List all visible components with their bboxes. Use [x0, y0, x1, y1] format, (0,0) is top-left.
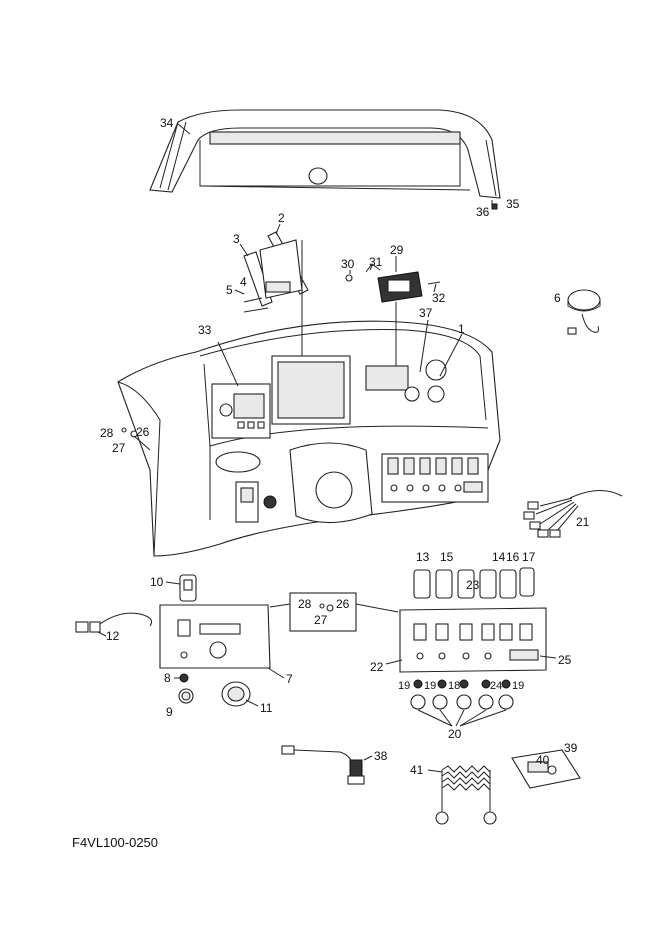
- switch-part-38: [281, 745, 365, 785]
- callout-28a: 28: [100, 426, 114, 440]
- callout-24: 24: [490, 680, 502, 692]
- callout-11: 11: [260, 701, 273, 715]
- left-switch-plate: [75, 574, 271, 707]
- buzzer-part-6: [567, 289, 601, 335]
- callout-6: 6: [554, 291, 561, 305]
- callout-31: 31: [369, 255, 383, 269]
- callout-7: 7: [286, 672, 293, 686]
- callout-15: 15: [440, 550, 454, 564]
- callout-35: 35: [506, 197, 520, 211]
- callout-22: 22: [370, 660, 384, 674]
- callout-8: 8: [164, 671, 171, 685]
- callout-4: 4: [240, 275, 247, 289]
- callout-41: 41: [410, 763, 424, 777]
- callout-5: 5: [226, 283, 233, 297]
- callout-16: 16: [506, 550, 520, 564]
- callout-21: 21: [576, 515, 590, 529]
- callout-39: 39: [564, 741, 578, 755]
- callout-32: 32: [432, 291, 446, 305]
- callout-40: 40: [536, 753, 550, 767]
- callout-26a: 26: [136, 425, 150, 439]
- callout-3: 3: [233, 232, 240, 246]
- figure-code: F4VL100-0250: [72, 835, 159, 850]
- callout-1: 1: [458, 322, 465, 336]
- callout-20: 20: [448, 727, 462, 741]
- top-frame-part-34: [149, 109, 501, 199]
- callout-29: 29: [390, 243, 404, 257]
- callout-34: 34: [160, 116, 174, 130]
- switch-bracket-parts-29-32: [345, 263, 441, 303]
- callout-14: 14: [492, 550, 506, 564]
- hardware-box: [289, 592, 357, 632]
- display-bracket-assembly: [243, 231, 309, 313]
- callout-10: 10: [150, 575, 164, 589]
- callout-13: 13: [416, 550, 430, 564]
- callout-25: 25: [558, 653, 572, 667]
- callout-17: 17: [522, 550, 536, 564]
- callout-36: 36: [476, 205, 490, 219]
- callout-2: 2: [278, 211, 285, 225]
- callout-19a: 19: [398, 680, 410, 692]
- right-switch-plate: [399, 567, 547, 710]
- callout-37: 37: [419, 306, 433, 320]
- callout-27a: 27: [112, 441, 126, 455]
- callout-9: 9: [166, 705, 173, 719]
- callout-28b: 28: [298, 597, 312, 611]
- callout-27b: 27: [314, 613, 328, 627]
- callout-26b: 26: [336, 597, 350, 611]
- lanyard-part-41: [435, 765, 497, 825]
- callout-19b: 19: [424, 680, 436, 692]
- callout-23: 23: [466, 578, 480, 592]
- kill-switch-part-39: [511, 749, 581, 789]
- callout-38: 38: [374, 749, 388, 763]
- harness-part-21: [523, 490, 623, 538]
- callout-12: 12: [106, 629, 120, 643]
- callout-33: 33: [198, 323, 212, 337]
- callout-18: 18: [448, 680, 460, 692]
- main-console: [117, 320, 501, 557]
- callout-30: 30: [341, 257, 355, 271]
- callout-19c: 19: [512, 680, 524, 692]
